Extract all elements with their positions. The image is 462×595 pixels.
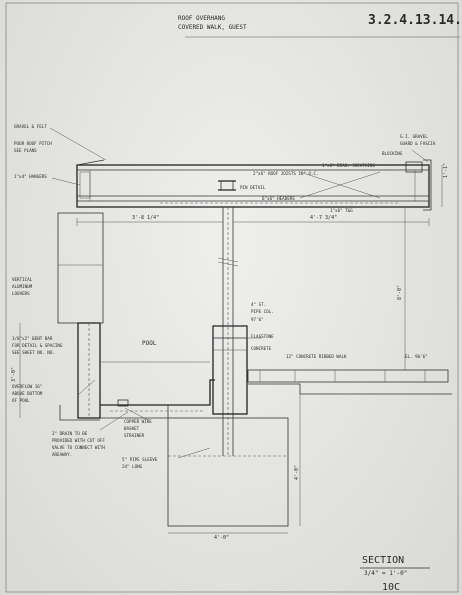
note-drain-1: 3" DRAIN TO BE <box>52 431 88 436</box>
column-footing <box>167 417 289 527</box>
note-drain-3: VALVE TO CONNECT WITH <box>52 445 105 450</box>
dim-footing: 4'-0" <box>214 535 230 541</box>
note-overflow-3: OF POOL <box>12 398 30 403</box>
note-pipe-col-1: 4" ST. <box>251 302 267 307</box>
pool-wall-left <box>59 322 101 421</box>
note-rebar-1: 3/8"x2" BENT BAR <box>12 336 53 341</box>
note-rebar-3: SEE SHEET NO. NO. <box>12 350 55 355</box>
note-blocking: BLOCKING <box>382 151 403 156</box>
note-overflow-2: ABOVE BOTTOM <box>12 391 43 396</box>
dim-left-side: 3'-0" <box>11 366 17 382</box>
note-headers: 6"x6" HEADERS <box>262 196 295 201</box>
title-date: 3.2.4.13.14. <box>368 13 462 28</box>
note-elev-97: 97'6" <box>251 317 264 322</box>
roof-overhang <box>76 159 432 211</box>
note-walk: 12" CONCRETE RIBBED WALK <box>286 354 347 359</box>
dim-height: 8'-0" <box>397 284 403 300</box>
dim-right-span: 4'-7 3/4" <box>310 215 338 221</box>
dim-tg: 1"x6" T&G <box>330 208 353 213</box>
note-drain-2: PROVIDED WITH CUT OFF <box>52 438 105 443</box>
note-pitch-2: SEE PLANS <box>14 148 37 153</box>
ribbed-walk <box>247 369 452 395</box>
note-gravel-felt: GRAVEL & FELT <box>14 124 47 129</box>
note-flagstone-1: FLAGSTONE <box>251 334 274 339</box>
note-copper-3: STRAINER <box>124 433 145 438</box>
label-pool: POOL <box>142 340 157 347</box>
note-sleeve-2: 24" LONG <box>122 464 143 469</box>
note-overflow-1: OVERFLOW 16" <box>12 384 43 389</box>
note-flagstone-2: CONCRETE <box>251 346 272 351</box>
title-line-1: ROOF OVERHANG <box>178 15 225 22</box>
stamp-scale: 3/4" = 1'-0" <box>364 570 408 577</box>
leader-lines <box>49 127 429 459</box>
pipe-column <box>217 207 239 456</box>
note-copper-1: COPPER WIRE <box>124 419 152 424</box>
sheet-border <box>5 2 459 593</box>
note-gi-gravel-1: G.I. GRAVEL <box>400 134 428 139</box>
note-hangers: 1"x4" HANGERS <box>14 174 47 179</box>
dim-fascia: 1'-1" <box>443 162 449 178</box>
note-louvers-1: VERTICAL <box>12 277 33 282</box>
note-sleeve-1: 5" PIPE SLEEVE <box>122 457 158 462</box>
note-pin-detail: PIN DETAIL <box>240 185 266 190</box>
stamp-section: SECTION <box>362 555 405 566</box>
note-louvers-3: LOUVERS <box>12 291 30 296</box>
note-pitch-1: POUR ROOF PITCH <box>14 141 52 146</box>
note-louvers-2: ALUMINUM <box>12 284 33 289</box>
aluminum-louvers <box>57 212 104 324</box>
note-copper-2: BASKET <box>124 426 140 431</box>
note-el96: EL. 96'6" <box>405 354 428 359</box>
note-pipe-col-2: PIPE COL. <box>251 309 274 314</box>
title-line-2: COVERED WALK, GUEST <box>178 24 247 31</box>
note-sheathing: 1"x6" DIAG. SHEATHING <box>322 163 375 168</box>
flagstone-coping <box>212 325 248 415</box>
note-drain-4: AREAWAY. <box>52 452 73 457</box>
dim-depth: 4'-0" <box>294 464 300 480</box>
dim-left-span: 3'-8 1/4" <box>132 215 160 221</box>
pin-detail <box>218 180 236 191</box>
stamp-sheet: 10C <box>382 582 401 593</box>
note-gi-gravel-2: GUARD & FASCIA <box>400 141 436 146</box>
pool-floor <box>100 379 215 419</box>
dimension-lines <box>19 165 443 534</box>
note-joists: 2"x6" ROOF JOISTS 16" O.C. <box>253 171 319 176</box>
note-rebar-2: FOR DETAIL & SPACING <box>12 343 63 348</box>
